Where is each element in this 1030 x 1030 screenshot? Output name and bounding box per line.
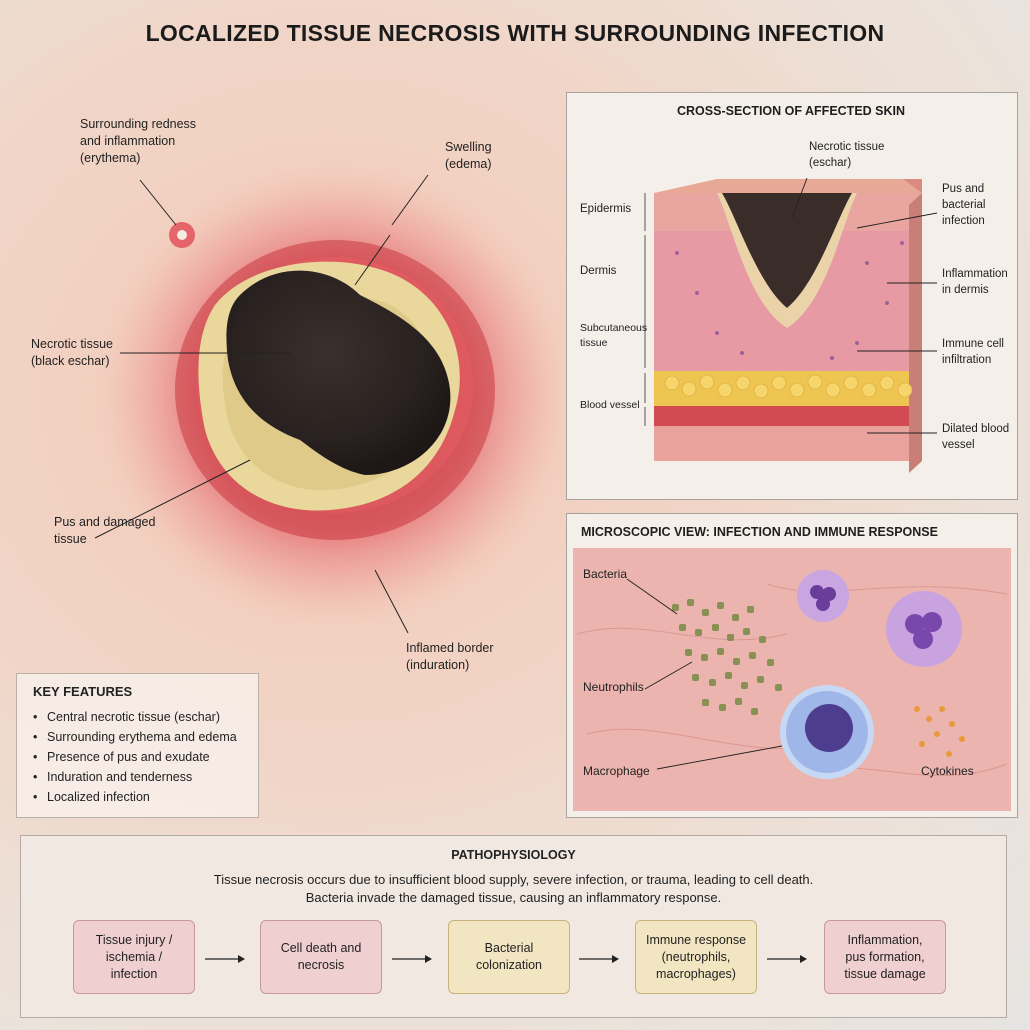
pathophysiology-panel: PATHOPHYSIOLOGY Tissue necrosis occurs d… [20, 835, 1007, 1018]
layer-blood-vessel: Blood vessel [580, 399, 640, 411]
key-features-heading: KEY FEATURES [33, 684, 133, 699]
label-eschar: Necrotic tissue (black eschar) [31, 337, 113, 368]
callout-inflammation: Inflammation in dermis [942, 268, 1008, 296]
flow-step-cell-death: Cell death and necrosis [260, 920, 382, 994]
callout-necrotic: Necrotic tissue (eschar) [809, 141, 885, 169]
flow-step-colonization: Bacterial colonization [448, 920, 570, 994]
label-neutrophils: Neutrophils [583, 680, 644, 694]
microscopic-title: MICROSCOPIC VIEW: INFECTION AND IMMUNE R… [581, 525, 938, 539]
arrow-icon [579, 955, 619, 963]
callout-vessel: Dilated blood vessel [942, 423, 1010, 451]
layer-epidermis: Epidermis [580, 203, 632, 215]
list-item: Localized infection [33, 787, 242, 807]
list-item: Induration and tenderness [33, 767, 242, 787]
layer-dermis: Dermis [580, 265, 617, 277]
microscopic-panel: MICROSCOPIC VIEW: INFECTION AND IMMUNE R… [566, 513, 1018, 818]
key-features-list: Central necrotic tissue (eschar) Surroun… [33, 707, 242, 807]
cross-section-panel: CROSS-SECTION OF AFFECTED SKIN [566, 92, 1018, 500]
page-title: LOCALIZED TISSUE NECROSIS WITH SURROUNDI… [145, 20, 885, 46]
list-item: Central necrotic tissue (eschar) [33, 707, 242, 727]
wound-drawing [85, 150, 585, 640]
label-macrophage: Macrophage [583, 764, 650, 778]
label-pus: Pus and damaged tissue [54, 515, 156, 546]
pathophysiology-description: Tissue necrosis occurs due to insufficie… [213, 872, 814, 905]
eschar [226, 270, 451, 475]
callout-immune: Immune cell infiltration [942, 338, 1004, 366]
pathophysiology-heading: PATHOPHYSIOLOGY [451, 848, 576, 862]
arrow-icon [767, 955, 807, 963]
label-cytokines: Cytokines [921, 764, 974, 778]
arrow-icon [205, 955, 245, 963]
flow-step-inflammation: Inflammation, pus formation, tissue dama… [824, 920, 946, 994]
callout-pus: Pus and bacterial infection [942, 183, 986, 227]
list-item: Surrounding erythema and edema [33, 727, 242, 747]
flow-step-immune-response: Immune response (neutrophils, macrophage… [635, 920, 757, 994]
label-erythema: Surrounding redness and inflammation (er… [80, 117, 197, 165]
label-edema: Swelling (edema) [445, 140, 492, 171]
layer-subcutaneous: Subcutaneous tissue [580, 322, 648, 349]
list-item: Presence of pus and exudate [33, 747, 242, 767]
flow-step-injury: Tissue injury / ischemia / infection [73, 920, 195, 994]
skin-cross-section-drawing [644, 177, 938, 473]
key-features-box: KEY FEATURES Central necrotic tissue (es… [16, 673, 259, 818]
label-bacteria: Bacteria [583, 567, 628, 581]
wound-illustration [0, 60, 585, 720]
label-induration: Inflamed border (induration) [406, 641, 494, 672]
cross-section-title: CROSS-SECTION OF AFFECTED SKIN [677, 104, 906, 118]
microscopic-drawing [573, 548, 1011, 811]
arrow-icon [392, 955, 432, 963]
